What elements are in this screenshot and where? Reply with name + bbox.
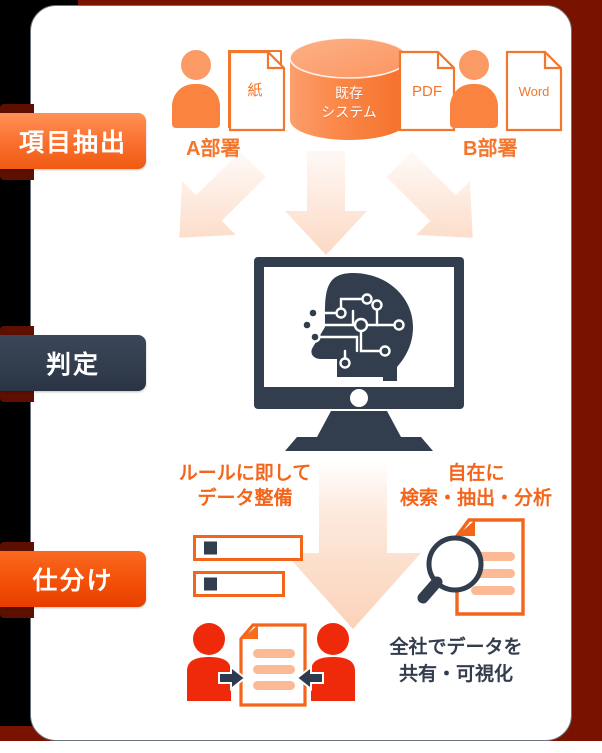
ribbon-fold-judge-bottom — [0, 390, 34, 402]
caption-right-line2: 検索・抽出・分析 — [399, 488, 552, 509]
ribbon-fold-sort-bottom — [0, 606, 34, 618]
background-white-footer — [0, 741, 602, 753]
document-pdf-label: PDF — [412, 82, 442, 100]
person-icon-dept-b — [450, 50, 498, 128]
database-cylinder-icon — [289, 37, 409, 140]
document-pdf-shape — [398, 50, 456, 132]
person-icon-dept-a — [172, 50, 220, 128]
caption-left-line1: ルールに即して — [178, 463, 312, 484]
person-body — [172, 84, 220, 128]
document-paper: 紙 紙 — [228, 50, 286, 132]
stage-label-extract[interactable]: 項目抽出 — [0, 113, 146, 169]
data-list-row-2 — [193, 571, 285, 597]
caption-left-line2: データ整備 — [197, 488, 293, 509]
ribbon-fold-extract-bottom — [0, 168, 34, 180]
stage-label-sort[interactable]: 仕分け — [0, 551, 146, 607]
footer-caption-line1: 全社でデータを — [389, 637, 523, 658]
person-body — [450, 84, 498, 128]
ai-head-circuit-icon — [301, 273, 413, 381]
stage-label-sort-text: 仕分け — [32, 567, 114, 595]
document-paper-corner — [228, 50, 286, 132]
person-head — [181, 50, 211, 80]
flow-arrows-top — [179, 151, 473, 255]
shared-data-icon — [187, 623, 355, 707]
caption-right-line1: 自在に — [447, 463, 505, 484]
magnifier-icon — [417, 535, 484, 604]
stage-label-judge-text: 判定 — [45, 351, 100, 379]
list-bullet-square — [204, 541, 217, 555]
data-list-row-1 — [193, 535, 303, 561]
search-document-icon — [417, 518, 525, 616]
person-head — [459, 50, 489, 80]
dept-a-label: A部署 — [186, 138, 241, 160]
list-bullet-square — [204, 577, 217, 591]
document-paper-text: 紙 — [247, 81, 263, 99]
document-pdf: PDF — [398, 50, 456, 132]
monitor-ai-icon — [254, 257, 464, 451]
flow-arrow-bottom — [285, 461, 421, 629]
footer-caption-line2: 共有・可視化 — [398, 664, 513, 685]
document-word-shape — [505, 50, 563, 132]
document-word: Word — [505, 50, 563, 132]
stage-label-judge[interactable]: 判定 — [0, 335, 146, 391]
dept-b-label: B部署 — [463, 138, 518, 160]
document-word-label: Word — [518, 83, 550, 99]
stage-label-extract-text: 項目抽出 — [18, 129, 127, 157]
